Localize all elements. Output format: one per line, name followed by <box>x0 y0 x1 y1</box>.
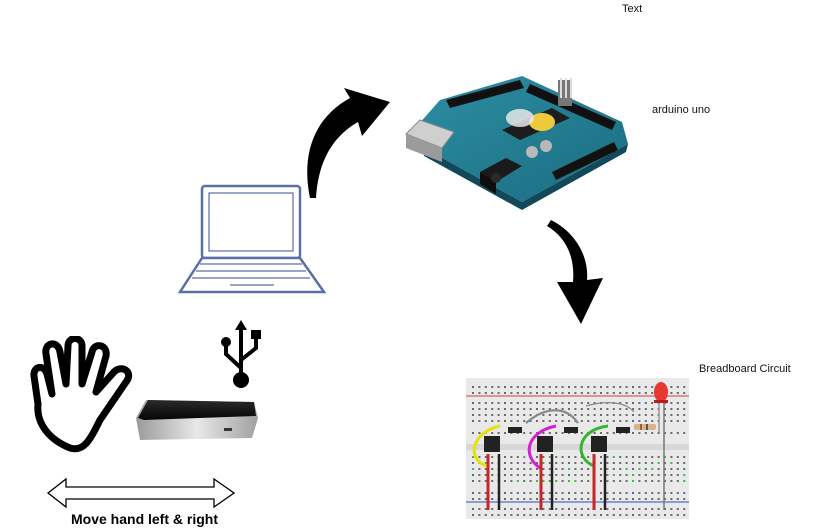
leap-motion-device <box>132 394 260 446</box>
laptop-icon <box>178 184 326 296</box>
hand-icon <box>30 336 140 456</box>
double-arrow-left-right <box>46 477 236 509</box>
arduino-label: arduino uno <box>652 104 710 116</box>
curved-arrow-down <box>545 218 610 326</box>
usb-icon <box>218 318 268 390</box>
move-hand-label: Move hand left & right <box>71 511 218 527</box>
breadboard-circuit <box>466 376 689 519</box>
arduino-board <box>402 70 632 212</box>
breadboard-label: Breadboard Circuit <box>699 363 791 375</box>
text-label: Text <box>622 3 642 15</box>
curved-arrow-up <box>300 80 395 200</box>
